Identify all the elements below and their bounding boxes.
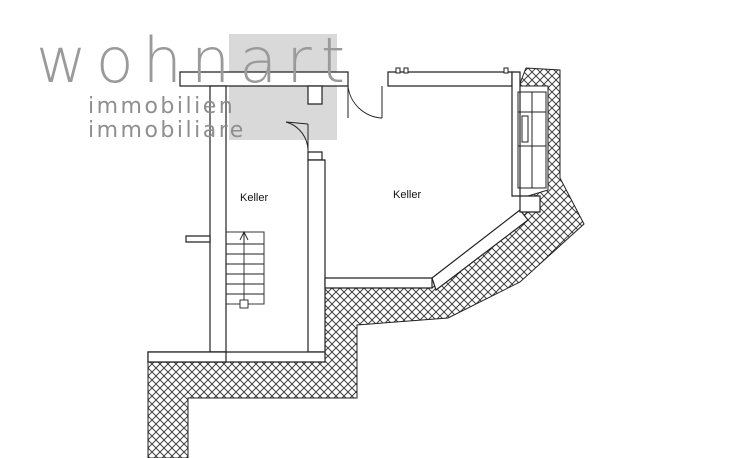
room-label-keller-left: Keller	[240, 192, 269, 204]
light-well-window	[517, 91, 547, 189]
staircase	[225, 230, 265, 309]
walls	[147, 71, 541, 363]
door-swing	[285, 85, 383, 153]
room-label-keller-right: Keller	[393, 189, 422, 201]
top-wall-marks	[395, 67, 509, 74]
